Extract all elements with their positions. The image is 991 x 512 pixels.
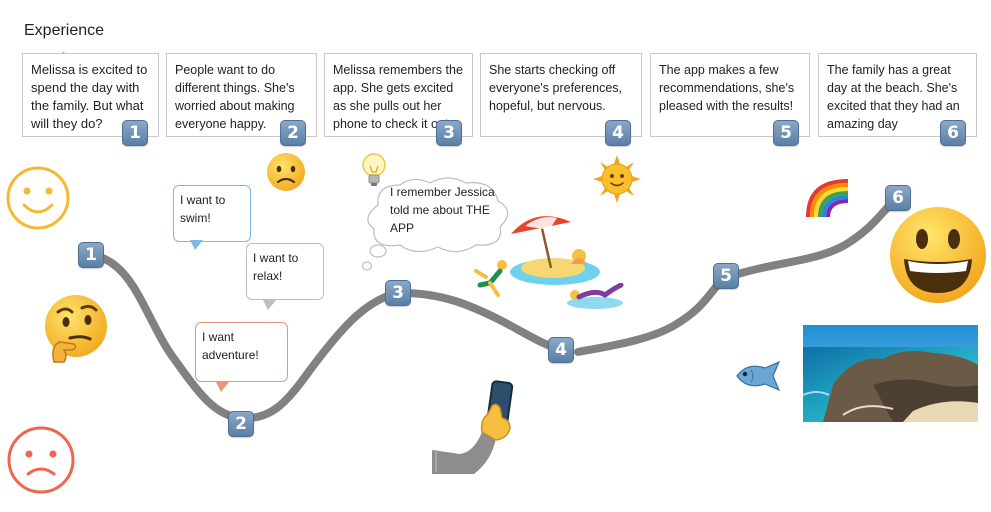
worried-face-icon	[267, 153, 305, 191]
step-card-text: Melissa remembers the app. She gets exci…	[333, 63, 463, 131]
cartwheel-person-icon	[474, 260, 507, 297]
swimmer-icon	[567, 283, 624, 309]
step-card-text: She starts checking off everyone's prefe…	[489, 63, 623, 113]
speech-bubble-adventure: I want adventure!	[195, 322, 288, 392]
lightbulb-icon	[362, 153, 386, 186]
journey-point-3: 3	[385, 280, 411, 306]
journey-point-4: 4	[548, 337, 574, 363]
journey-point-1: 1	[78, 242, 104, 268]
step-badge: 6	[940, 120, 966, 146]
step-card-text: The family has a great day at the beach.…	[827, 63, 960, 131]
speech-bubble-relax: I want to relax!	[246, 243, 324, 310]
bubble-tail	[216, 382, 229, 392]
page-title: Experience	[24, 22, 105, 39]
speech-bubble-swim: I want to swim!	[173, 185, 251, 250]
step-card-text: Melissa is excited to spend the day with…	[31, 62, 148, 131]
step-badge: 3	[436, 120, 462, 146]
bubble-tail	[190, 240, 203, 250]
step-badge: 1	[122, 120, 148, 146]
step-card-1: Melissa is excited to spend the day with…	[22, 53, 159, 146]
grinning-face-icon	[890, 207, 986, 303]
step-card-6: The family has a great day at the beach.…	[818, 53, 977, 146]
speech-bubble-text: I want to relax!	[253, 251, 299, 283]
beach-island-icon	[510, 216, 600, 285]
smiley-outline-icon	[6, 166, 70, 230]
fish-icon	[736, 360, 781, 392]
speech-bubble-text: I want adventure!	[202, 330, 259, 362]
speech-bubble-text: I want to swim!	[180, 193, 226, 225]
bubble-tail	[263, 300, 276, 310]
step-badge: 2	[280, 120, 306, 146]
journey-point-6: 6	[885, 185, 911, 211]
step-card-text: People want to do different things. She'…	[175, 63, 295, 131]
thought-bubble	[361, 177, 509, 271]
step-card-5: The app makes a few recommendations, she…	[650, 53, 810, 146]
sun-icon	[593, 155, 641, 203]
step-badge: 5	[773, 120, 799, 146]
step-card-2: People want to do different things. She'…	[166, 53, 317, 146]
phone-in-hand-icon	[432, 380, 514, 474]
sad-face-outline-icon	[7, 426, 75, 494]
step-badge: 4	[605, 120, 631, 146]
step-card-4: She starts checking off everyone's prefe…	[480, 53, 642, 146]
rainbow-icon	[806, 179, 849, 217]
thinking-face-icon	[45, 295, 107, 363]
thought-bubble-text: I remember Jessica told me about THE APP	[390, 185, 495, 235]
step-card-text: The app makes a few recommendations, she…	[659, 63, 795, 113]
step-card-3: Melissa remembers the app. She gets exci…	[324, 53, 473, 146]
journey-point-5: 5	[713, 263, 739, 289]
beach-photo	[803, 325, 978, 422]
journey-point-2: 2	[228, 411, 254, 437]
